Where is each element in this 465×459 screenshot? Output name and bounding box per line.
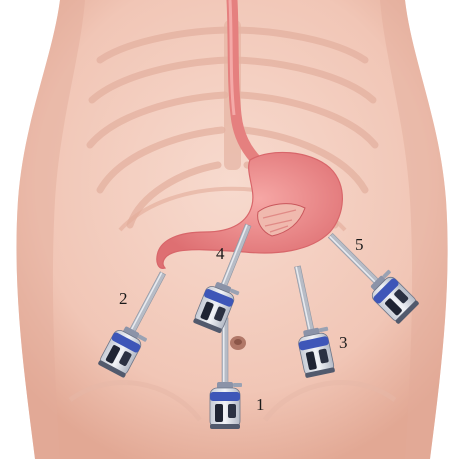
port-label-3: 3 [339,334,348,351]
port-label-1: 1 [256,396,265,413]
port-label-4: 4 [216,245,225,262]
port-label-2: 2 [119,290,128,307]
port-label-5: 5 [355,236,364,253]
